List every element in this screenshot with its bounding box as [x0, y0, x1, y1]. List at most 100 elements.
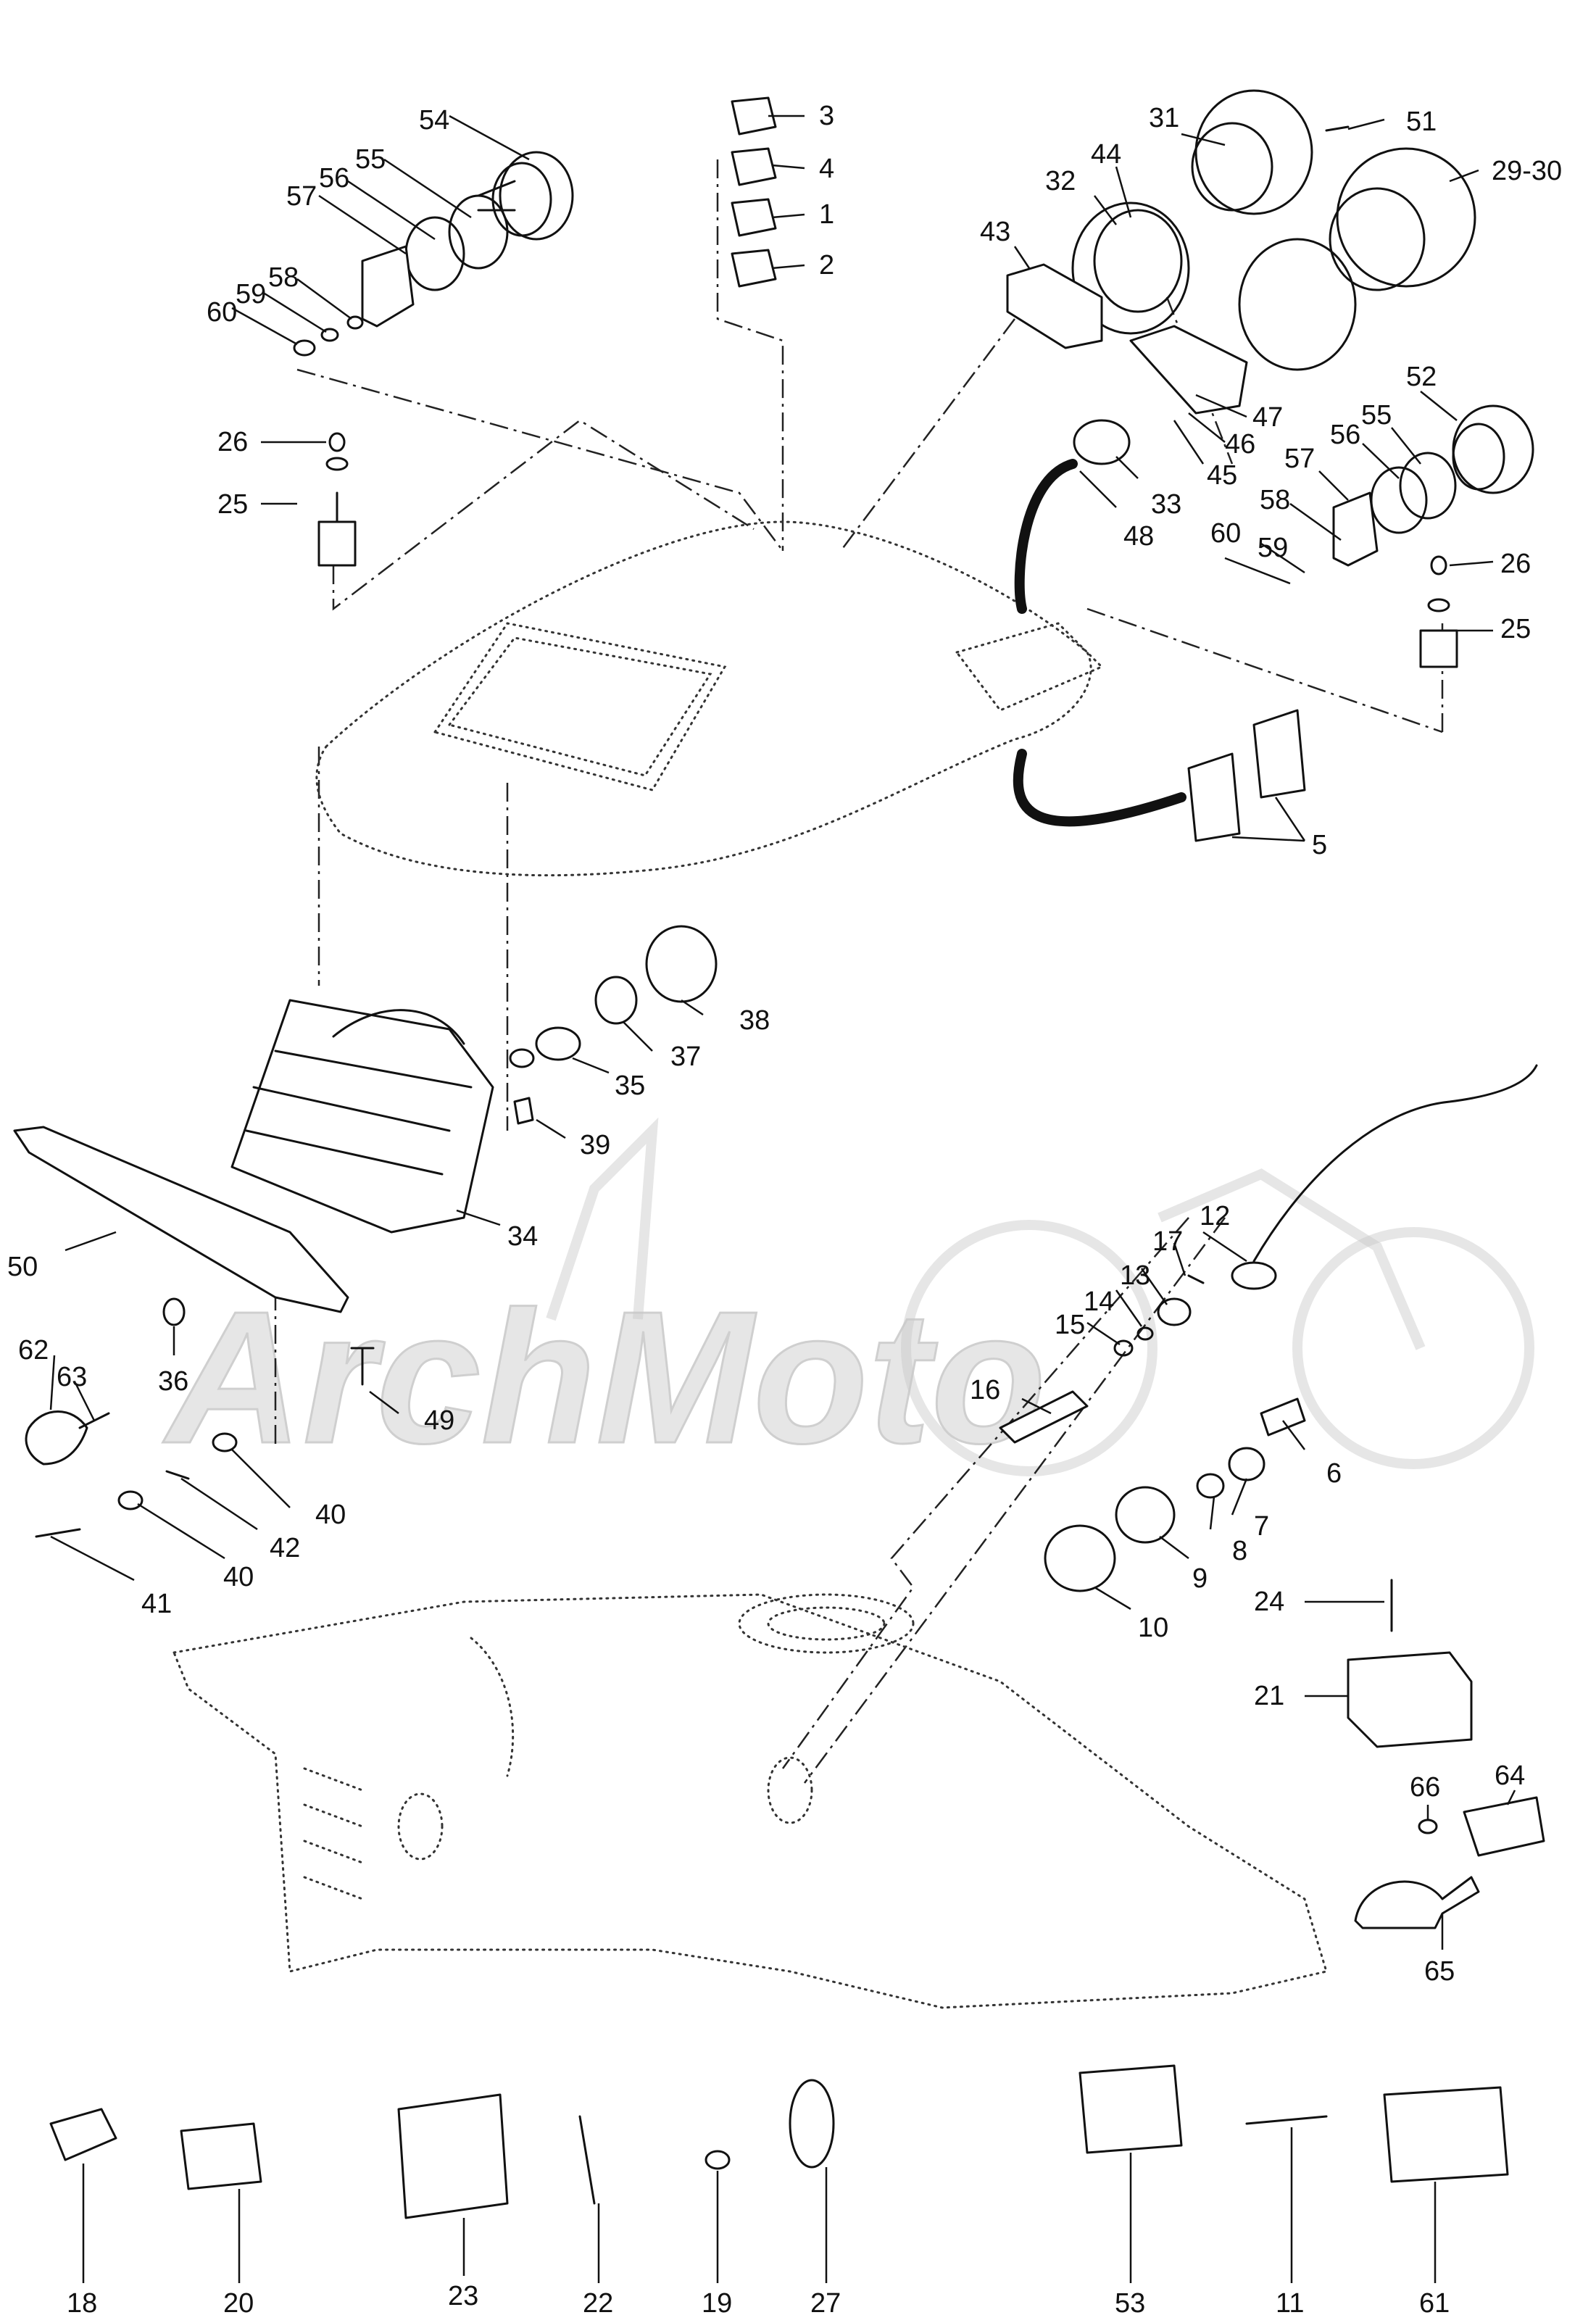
callout-35: 35 — [615, 1071, 645, 1101]
screw-41 — [35, 1528, 81, 1538]
callout-62: 62 — [18, 1335, 49, 1366]
gauge-29-30 — [1329, 147, 1476, 291]
callout-23: 23 — [448, 2281, 478, 2311]
callout-25-left: 25 — [217, 489, 248, 520]
watermark-wheel-rear — [1292, 1227, 1534, 1469]
callout-14: 14 — [1084, 1287, 1114, 1317]
callout-2: 2 — [819, 250, 834, 280]
callout-29-30: 29-30 — [1492, 156, 1562, 186]
callout-61: 61 — [1419, 2288, 1450, 2315]
clamp-65 — [1354, 1876, 1480, 1929]
clip-39 — [513, 1097, 534, 1125]
callout-37: 37 — [670, 1042, 701, 1072]
callout-24: 24 — [1254, 1587, 1284, 1617]
callout-42: 42 — [270, 1533, 300, 1563]
callout-55-right: 55 — [1361, 400, 1392, 431]
drop-17 — [1187, 1274, 1205, 1284]
callout-50: 50 — [7, 1252, 38, 1282]
parts — [13, 89, 1545, 2219]
bracket-lower — [1129, 325, 1248, 415]
bulb-51 — [1325, 125, 1350, 132]
washer-40a — [212, 1432, 238, 1452]
nut-13 — [1157, 1297, 1192, 1326]
callout-46: 46 — [1225, 429, 1255, 460]
key-6 — [1260, 1397, 1306, 1437]
callout-55-left: 55 — [355, 144, 386, 175]
callout-51: 51 — [1406, 107, 1437, 137]
socket-37 — [594, 976, 638, 1025]
callout-38: 38 — [739, 1005, 770, 1036]
callout-25-right: 25 — [1500, 614, 1531, 644]
tie-27 — [789, 2079, 835, 2169]
callout-41: 41 — [141, 1589, 172, 1619]
connector-23 — [397, 2093, 509, 2219]
callout-56-left: 56 — [319, 163, 349, 194]
callout-64: 64 — [1495, 1761, 1525, 1791]
connectors-1-4 — [731, 96, 777, 288]
nut-36 — [162, 1297, 186, 1326]
cable-48-lower — [1013, 749, 1186, 827]
callout-48: 48 — [1123, 521, 1154, 552]
callout-57-right: 57 — [1284, 444, 1315, 474]
callout-10: 10 — [1138, 1613, 1168, 1643]
callout-26-left: 26 — [217, 427, 248, 457]
watermark-bike-frame — [1157, 1168, 1426, 1350]
callout-33: 33 — [1151, 489, 1181, 520]
knob-62 — [25, 1410, 88, 1466]
callout-45: 45 — [1207, 460, 1237, 491]
callout-43: 43 — [980, 217, 1010, 247]
spring-42 — [165, 1470, 190, 1480]
callout-36: 36 — [158, 1366, 188, 1397]
o-ring-55 — [448, 194, 509, 270]
callout-65: 65 — [1424, 1956, 1455, 1987]
callout-58-right: 58 — [1260, 485, 1290, 515]
washer-40b — [117, 1490, 144, 1510]
callout-6: 6 — [1326, 1458, 1342, 1489]
callout-20: 20 — [223, 2288, 254, 2315]
nut-7 — [1228, 1447, 1265, 1481]
callout-7: 7 — [1254, 1511, 1269, 1542]
callout-53: 53 — [1115, 2288, 1145, 2315]
callout-16: 16 — [970, 1375, 1000, 1405]
callout-13: 13 — [1120, 1260, 1150, 1291]
callout-labels: 54 55 56 57 58 59 60 3 4 1 2 31 44 32 43… — [7, 101, 1562, 2315]
washer-14 — [1136, 1326, 1154, 1341]
callout-40-upper: 40 — [315, 1500, 346, 1530]
callout-47: 47 — [1252, 402, 1283, 433]
callout-11: 11 — [1276, 2288, 1304, 2315]
callout-8: 8 — [1232, 1536, 1247, 1566]
screw-49 — [350, 1347, 375, 1386]
cover-10 — [1044, 1524, 1116, 1592]
housing-9 — [1115, 1486, 1176, 1544]
washer-15 — [1113, 1339, 1134, 1357]
cap-12 — [1231, 1261, 1277, 1290]
callout-56-right: 56 — [1330, 420, 1360, 450]
callout-32: 32 — [1045, 166, 1076, 196]
bulb-35 — [509, 1026, 581, 1068]
callout-4: 4 — [819, 154, 834, 184]
callout-31: 31 — [1149, 103, 1179, 133]
washer-66 — [1418, 1819, 1438, 1834]
callout-57-left: 57 — [286, 181, 317, 212]
callout-3: 3 — [819, 101, 834, 131]
switch-25-right — [1419, 555, 1458, 668]
callout-22: 22 — [583, 2288, 613, 2315]
callout-12: 12 — [1200, 1201, 1230, 1231]
boot-33 — [1073, 419, 1131, 465]
callout-18: 18 — [67, 2288, 97, 2315]
connector-53 — [1078, 2064, 1183, 2154]
callout-60-left: 60 — [207, 297, 237, 328]
callout-52: 52 — [1406, 362, 1437, 392]
ring-44 — [1093, 209, 1183, 313]
callout-1: 1 — [819, 199, 834, 230]
callout-27: 27 — [810, 2288, 841, 2315]
lanyard-coil — [1252, 1064, 1538, 1263]
callout-63: 63 — [57, 1362, 87, 1392]
leader-lines — [49, 115, 1516, 2283]
watermark-building — [546, 1117, 659, 1321]
bracket-57 — [361, 245, 415, 328]
callout-54: 54 — [419, 105, 449, 136]
terminal-19 — [705, 2150, 731, 2170]
ring-32 — [1071, 201, 1190, 335]
callout-19: 19 — [702, 2288, 732, 2315]
